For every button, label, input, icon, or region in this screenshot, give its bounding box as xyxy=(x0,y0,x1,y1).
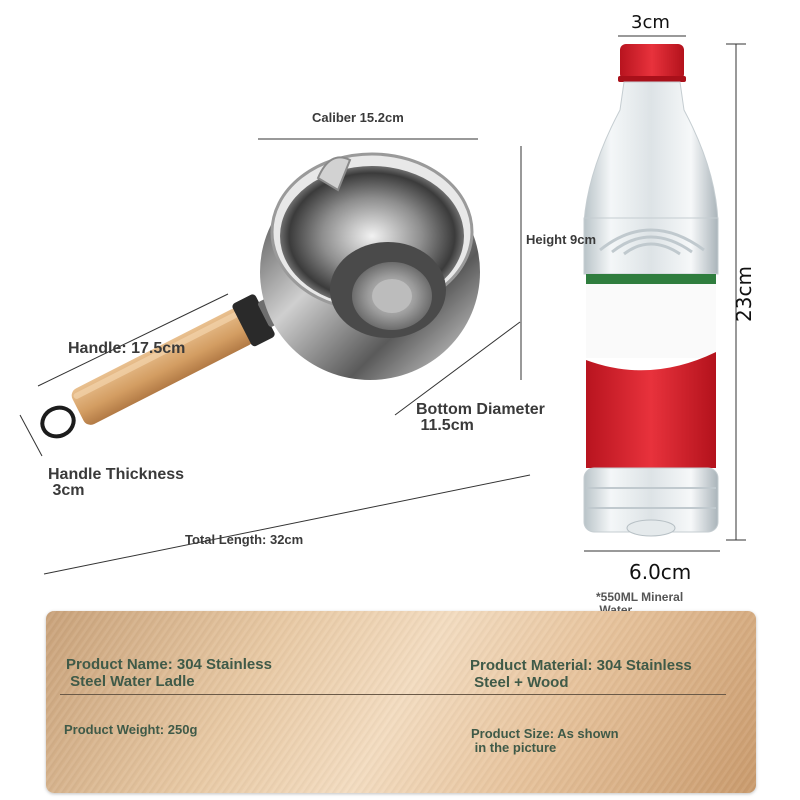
bottle-height-label: 23cm xyxy=(732,266,756,322)
handle-thickness-line xyxy=(19,414,43,457)
product-size: Product Size: As shown in the picture xyxy=(471,726,619,755)
bottom-diameter-label: Bottom Diameter 11.5cm xyxy=(416,401,545,434)
bottle-cap xyxy=(620,44,684,80)
handle-line xyxy=(37,293,229,387)
product-weight: Product Weight: 250g xyxy=(64,722,198,737)
handle-length-label: Handle: 17.5cm xyxy=(68,340,186,357)
spec-divider xyxy=(60,694,726,695)
bottle-width-label: 6.0cm xyxy=(629,560,692,584)
total-length-line xyxy=(43,474,531,575)
height-label: Height 9cm xyxy=(526,232,597,247)
caliber-label: Caliber 15.2cm xyxy=(312,110,404,125)
total-length-label: Total Length: 32cm xyxy=(185,532,304,547)
cap-width-label: 3cm xyxy=(631,12,670,33)
product-material: Product Material: 304 Stainless Steel + … xyxy=(470,657,692,691)
ladle-illustration xyxy=(40,152,480,439)
bottle-illustration xyxy=(583,44,719,537)
product-name: Product Name: 304 Stainless Steel Water … xyxy=(66,656,272,690)
handle-thickness-label: Handle Thickness 3cm xyxy=(48,466,185,499)
spec-panel xyxy=(46,611,756,793)
bottom-diameter-line xyxy=(394,321,521,416)
